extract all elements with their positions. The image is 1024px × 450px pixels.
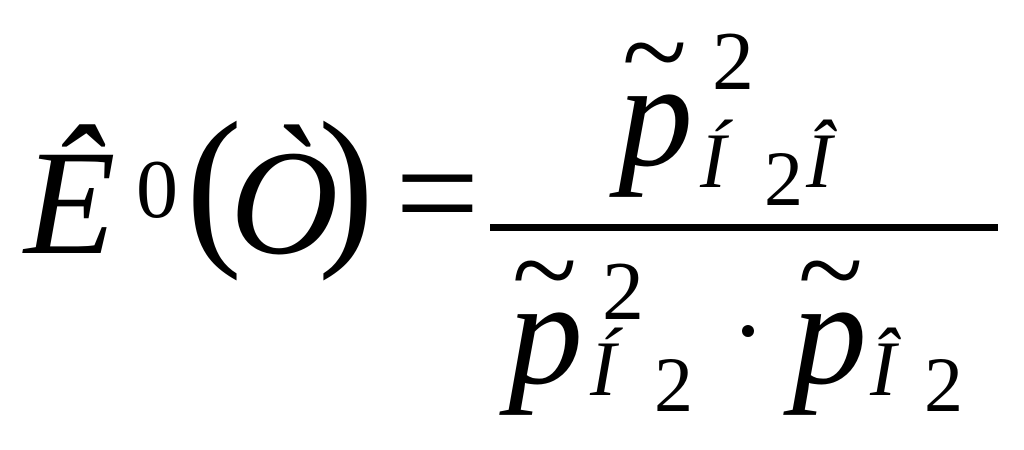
numerator-subscript-b: Î	[806, 117, 832, 204]
denominator-right-subscript-a: Î	[870, 325, 896, 412]
numerator-tilde: ~	[622, 0, 687, 118]
numerator-subscript-index: 2	[764, 135, 803, 222]
denominator-left-tilde: ~	[512, 203, 577, 336]
lhs-superscript: 0	[136, 143, 178, 236]
numerator-superscript: 2	[712, 15, 754, 108]
denominator-right-subscript-index: 2	[924, 341, 963, 428]
numerator-base: p	[618, 32, 693, 198]
lhs-symbol: Ê	[24, 120, 116, 286]
denominator-right-base: p	[792, 250, 867, 416]
close-paren: )	[318, 86, 374, 282]
denominator-left-base: p	[508, 250, 583, 416]
denominator-right-tilde: ~	[798, 203, 863, 336]
lhs-argument: Ò	[230, 120, 339, 286]
fraction-bar	[490, 224, 998, 231]
open-paren: (	[186, 86, 242, 282]
denominator-left-subscript-a: Í	[590, 325, 616, 412]
equals-sign: =	[395, 110, 480, 276]
denominator-left-superscript: 2	[602, 245, 644, 338]
numerator-subscript-a: Í	[700, 117, 726, 204]
multiplication-dot	[742, 325, 754, 337]
denominator-left-subscript-index: 2	[654, 341, 693, 428]
